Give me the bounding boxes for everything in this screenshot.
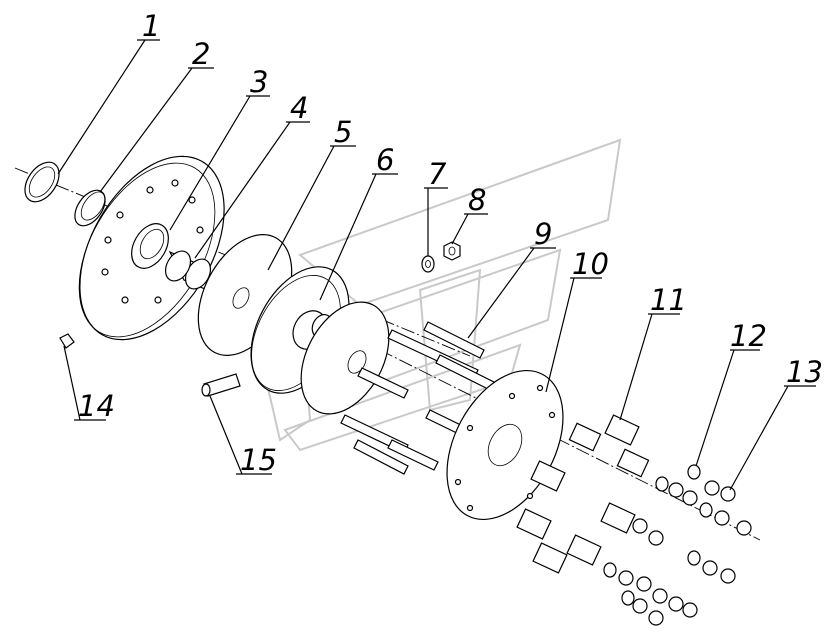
callout-13: 13 xyxy=(786,355,823,389)
part-9-pressure-plate xyxy=(300,301,409,415)
part-4-sleeve xyxy=(164,250,214,294)
part-15-pin xyxy=(201,373,241,397)
part-8-nut xyxy=(443,241,461,261)
callout-9: 9 xyxy=(534,217,552,251)
callout-11: 11 xyxy=(650,283,687,317)
part-12-washers xyxy=(603,464,713,606)
callout-15: 15 xyxy=(240,443,277,477)
part-1-seal-ring xyxy=(24,161,60,203)
leader-lines xyxy=(57,39,816,491)
callout-8: 8 xyxy=(468,183,486,217)
callout-labels: 1 2 3 4 5 6 7 8 9 10 11 12 13 14 15 xyxy=(78,9,823,477)
part-13-nuts xyxy=(618,480,752,626)
callout-7: 7 xyxy=(428,157,447,191)
part-2-ring xyxy=(74,189,106,227)
callout-14: 14 xyxy=(78,389,115,423)
part-10-mounting-plate xyxy=(446,369,564,521)
part-7-washer xyxy=(421,255,435,273)
callout-6: 6 xyxy=(376,143,394,177)
callout-10: 10 xyxy=(572,247,609,281)
callout-5: 5 xyxy=(334,115,352,149)
part-11-springs xyxy=(516,414,650,574)
callout-12: 12 xyxy=(730,319,767,353)
part-14-grease-fitting xyxy=(59,333,75,349)
callout-2: 2 xyxy=(192,37,210,71)
callout-4: 4 xyxy=(290,91,308,125)
callout-1: 1 xyxy=(142,9,160,43)
callout-3: 3 xyxy=(250,65,268,99)
